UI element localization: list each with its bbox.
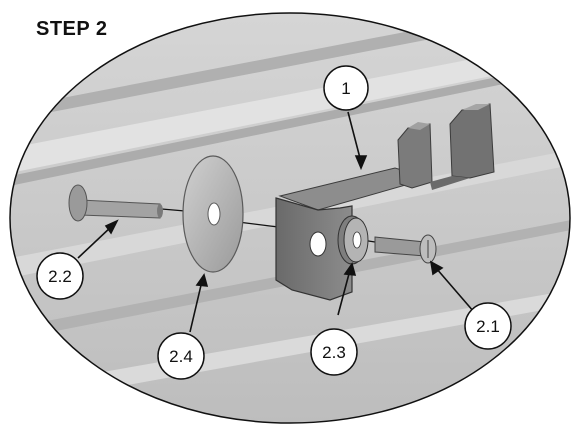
callout-1-label: 1: [341, 79, 350, 98]
large-washer-part: [182, 155, 244, 273]
leader-arrows: [77, 111, 475, 333]
bolt-part: [68, 184, 163, 222]
callout-2-3: 2.3: [310, 328, 358, 376]
callout-2-3-label: 2.3: [322, 343, 346, 362]
spacer-washer-part: [337, 215, 369, 265]
frame-ellipse: [9, 12, 571, 424]
bracket-part: [275, 103, 495, 301]
step-title: STEP 2: [36, 18, 108, 40]
callout-1: 1: [323, 65, 369, 111]
callout-2-4: 2.4: [157, 332, 205, 380]
callout-2-1-label: 2.1: [476, 317, 500, 336]
screw-part: [374, 234, 437, 264]
callout-2-1: 2.1: [464, 302, 512, 350]
callout-2-2: 2.2: [36, 252, 84, 300]
callout-2-4-label: 2.4: [169, 347, 193, 366]
callout-2-2-label: 2.2: [48, 267, 72, 286]
